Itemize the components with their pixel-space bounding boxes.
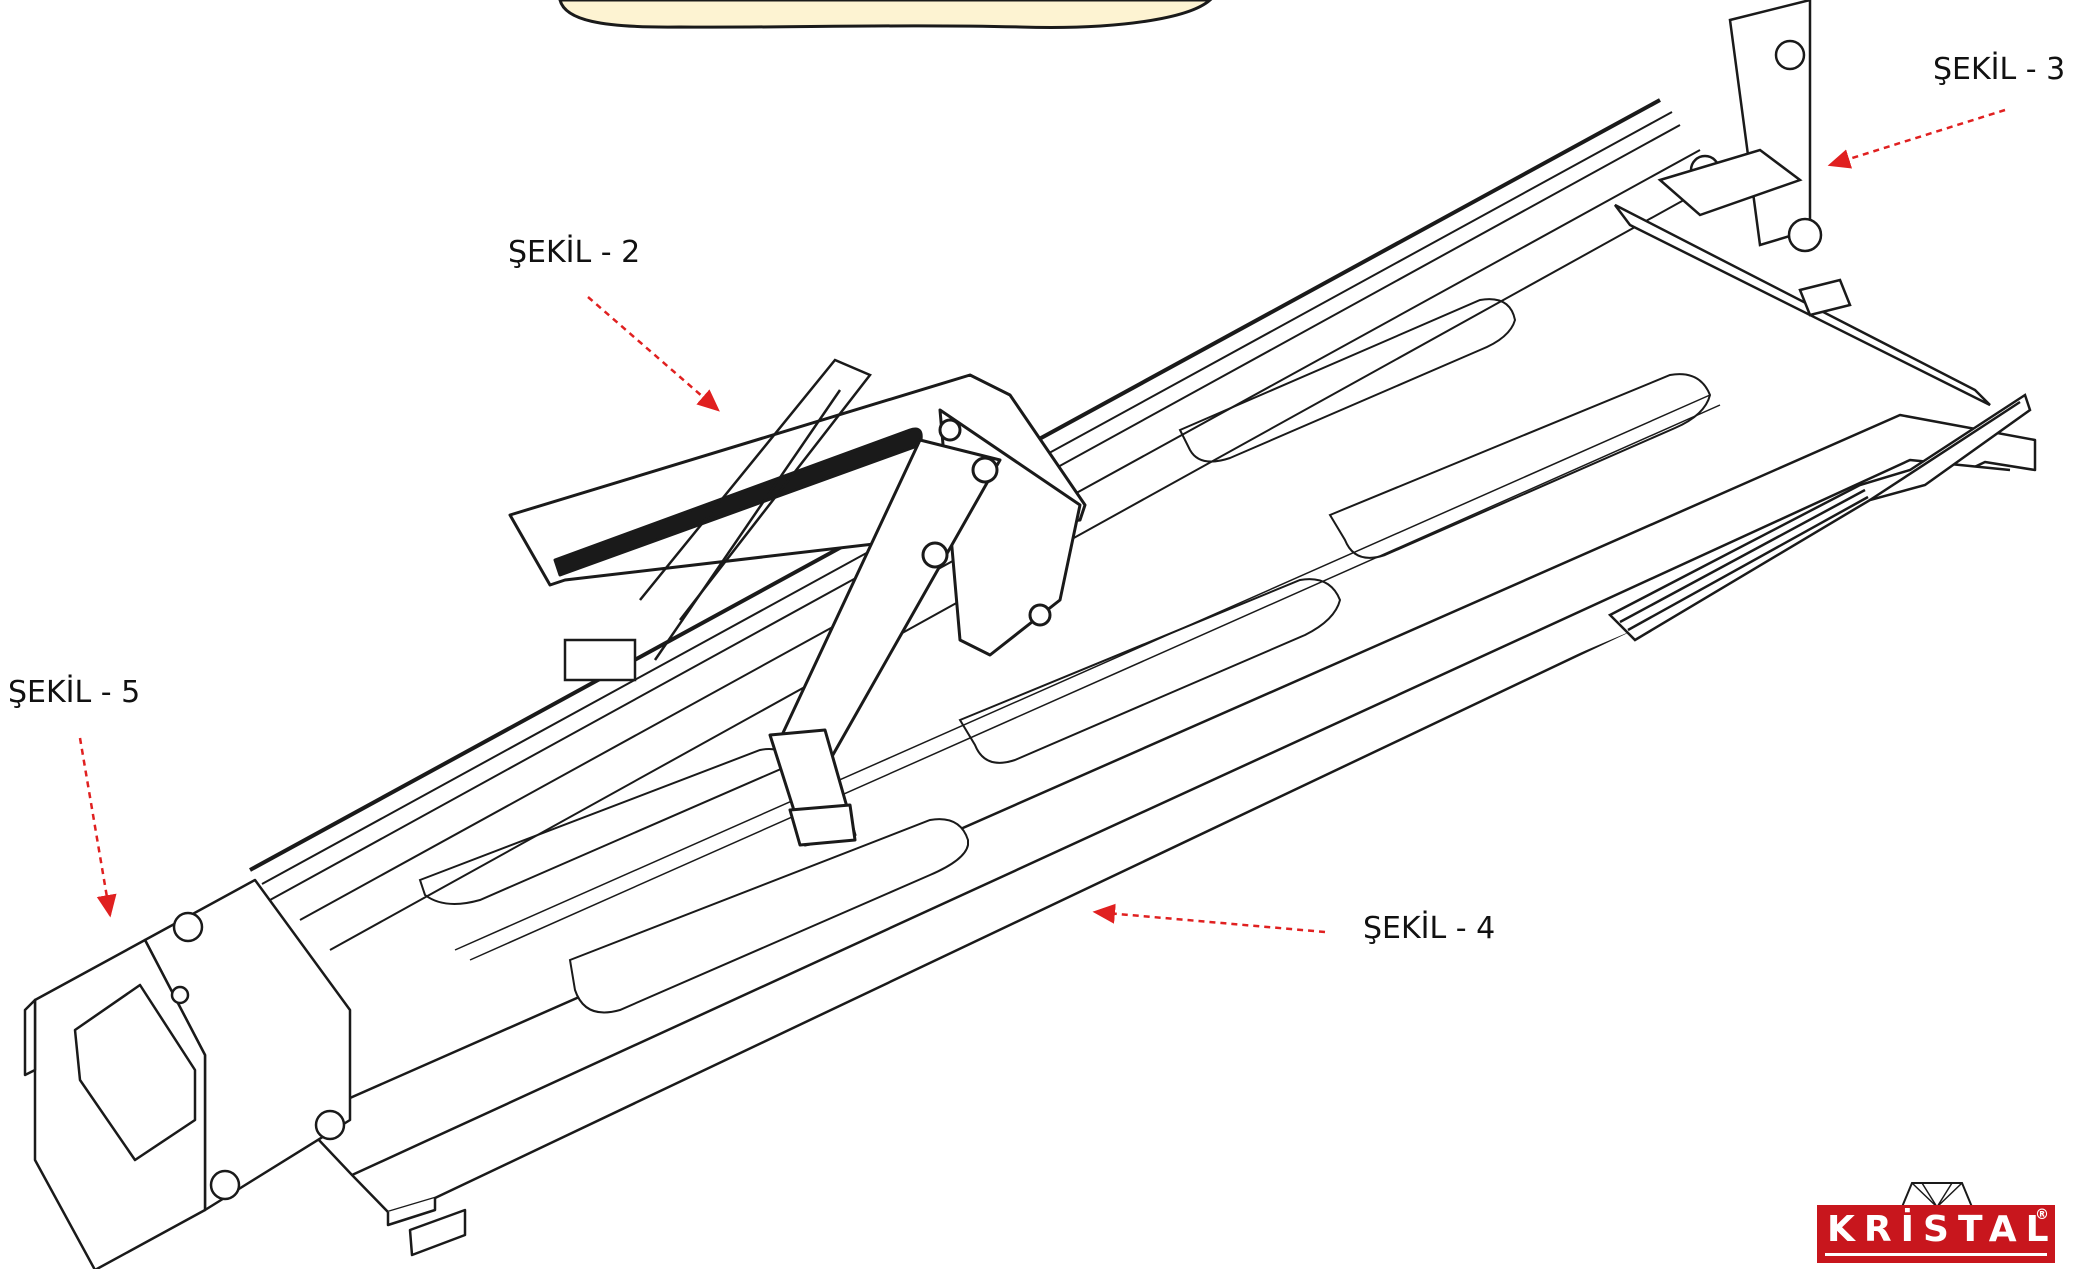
label-sekil-4: ŞEKİL - 4	[1363, 911, 1496, 946]
cutting-handle	[508, 373, 1087, 847]
label-sekil-2: ŞEKİL - 2	[508, 235, 641, 270]
plate-windows	[418, 298, 1721, 1014]
speech-cloud	[558, 0, 1213, 29]
label-sekil-5: ŞEKİL - 5	[8, 675, 141, 710]
left-end-block	[23, 878, 352, 1272]
base-plate	[298, 413, 2037, 1257]
arrow-sekil-3	[1827, 108, 2006, 169]
foot-lever	[1607, 203, 2032, 642]
arrow-sekil-4	[1092, 903, 1326, 934]
right-end-bracket	[1657, 0, 1823, 253]
kristal-logo: KRİSTAL ®	[1817, 1179, 2055, 1263]
support-arms	[563, 358, 872, 682]
arrow-sekil-5	[78, 737, 117, 918]
logo-text: KRİSTAL	[1827, 1209, 2058, 1250]
registered-mark: ®	[2035, 1207, 2049, 1223]
logo-underline	[1825, 1253, 2047, 1256]
label-sekil-3: ŞEKİL - 3	[1933, 52, 2066, 87]
arrow-sekil-2	[587, 296, 720, 412]
callout-arrows	[78, 108, 2006, 934]
